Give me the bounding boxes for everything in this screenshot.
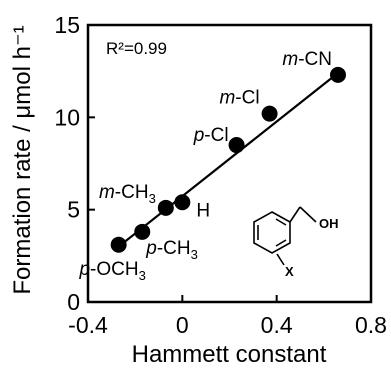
inset-x-label: X bbox=[285, 264, 294, 279]
data-point bbox=[134, 223, 151, 240]
y-tick-label: 10 bbox=[54, 104, 80, 130]
y-tick-label: 0 bbox=[67, 289, 80, 315]
point-label: p-OCH3 bbox=[78, 259, 145, 283]
x-tick-label: 0.8 bbox=[355, 312, 387, 338]
fit-line bbox=[117, 72, 339, 248]
data-point bbox=[228, 137, 245, 154]
data-points bbox=[110, 66, 346, 253]
fit-line-group bbox=[117, 72, 339, 248]
point-label: p-CH3 bbox=[145, 238, 198, 262]
point-label: m-CN bbox=[282, 49, 332, 70]
r-squared-annotation: R²=0.99 bbox=[106, 39, 167, 58]
benzyl-alcohol-structure-icon bbox=[253, 206, 317, 266]
point-label: p-Cl bbox=[193, 125, 229, 146]
x-axis-title: Hammett constant bbox=[132, 341, 327, 368]
data-point bbox=[157, 199, 174, 216]
y-axis-title: Formation rate / μmol h⁻¹ bbox=[9, 25, 36, 294]
x-tick-label: -0.4 bbox=[68, 312, 108, 338]
data-point bbox=[329, 66, 346, 83]
data-point bbox=[110, 236, 127, 253]
x-tick-label: 0.4 bbox=[261, 312, 293, 338]
y-tick-label: 15 bbox=[54, 12, 80, 38]
point-label: m-Cl bbox=[219, 88, 259, 109]
point-label: H bbox=[196, 200, 210, 221]
inset-oh-label: OH bbox=[319, 216, 339, 231]
point-label: m-CH3 bbox=[99, 182, 156, 206]
data-point bbox=[174, 194, 191, 211]
data-point bbox=[261, 105, 278, 122]
plot-frame bbox=[86, 23, 373, 304]
x-tick-label: 0 bbox=[176, 312, 189, 338]
y-tick-label: 5 bbox=[67, 197, 80, 223]
